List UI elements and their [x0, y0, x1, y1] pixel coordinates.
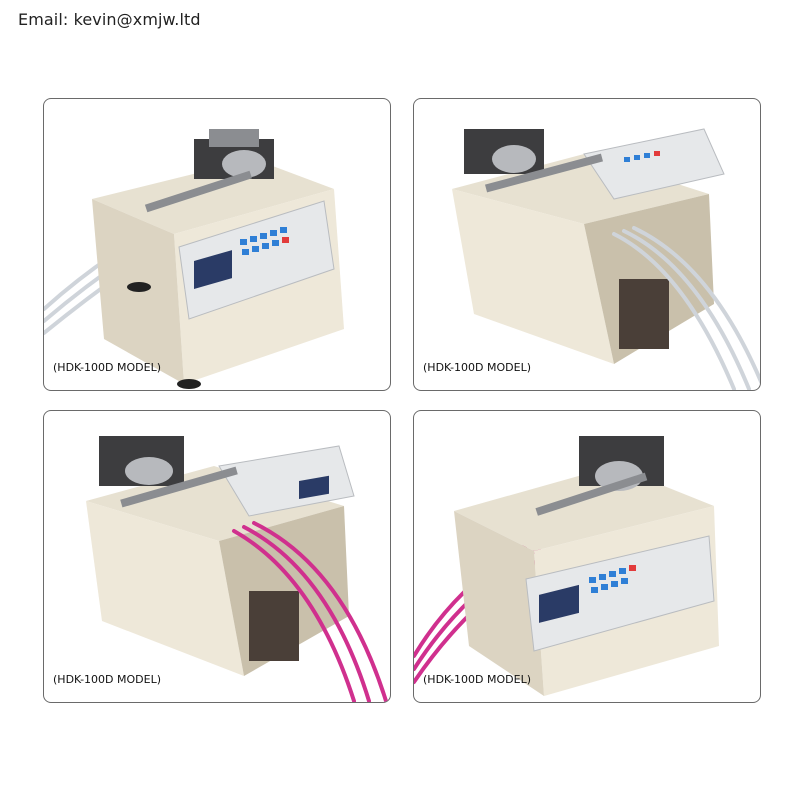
control-panel: [178, 200, 335, 320]
keypad: [589, 565, 636, 593]
lcd-display: [539, 584, 579, 623]
tubes: [612, 226, 760, 390]
control-panel: [525, 535, 715, 652]
machine-body-top: [452, 154, 709, 224]
product-photo-card-1: (HDK-100D MODEL): [43, 98, 391, 391]
tubes: [232, 521, 388, 702]
control-panel: [218, 445, 355, 517]
keypad: [240, 227, 289, 255]
product-photo-card-2: (HDK-100D MODEL): [413, 98, 761, 391]
contact-email: Email: kevin@xmjw.ltd: [18, 10, 201, 29]
control-panel: [583, 128, 725, 200]
model-caption: (HDK-100D MODEL): [53, 673, 162, 686]
machine-photo-3: [86, 436, 388, 702]
lcd-display: [299, 475, 329, 500]
model-caption: (HDK-100D MODEL): [423, 673, 532, 686]
lcd-display: [194, 250, 232, 289]
machine-body-front: [86, 501, 244, 676]
product-photo-card-4: (HDK-100D MODEL): [413, 410, 761, 703]
machine-photo-1: [44, 129, 344, 389]
machine-body-side: [454, 511, 544, 696]
machine-body-front: [452, 189, 614, 364]
model-caption: (HDK-100D MODEL): [423, 361, 532, 374]
machine-body-top: [454, 466, 714, 551]
machine-photo-4: [414, 436, 719, 696]
product-photo-card-3: (HDK-100D MODEL): [43, 410, 391, 703]
model-caption: (HDK-100D MODEL): [53, 361, 162, 374]
machine-photo-2: [452, 128, 760, 390]
keypad: [624, 151, 660, 162]
